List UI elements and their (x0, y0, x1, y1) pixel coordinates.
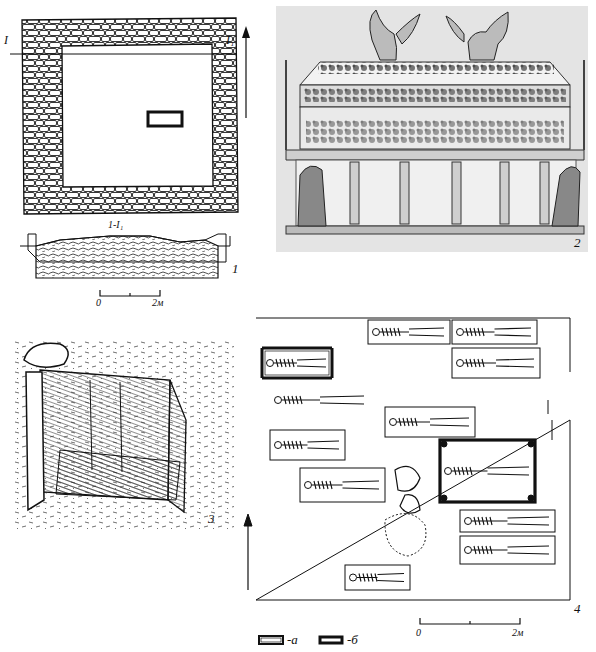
skeleton (312, 481, 379, 489)
skull (373, 329, 380, 336)
figure-label: 2м (512, 628, 523, 638)
grave-pits (267, 320, 556, 590)
grave-pit (460, 536, 555, 564)
figure-label: 1-I₁ (108, 220, 123, 230)
sarcophagus-engraving (276, 6, 588, 252)
legend-swatch (258, 635, 284, 645)
skeleton (464, 359, 534, 367)
skeleton (464, 328, 531, 336)
skull (457, 360, 464, 367)
skeleton (380, 328, 444, 336)
skeleton (274, 359, 326, 367)
figure-label: 0 (416, 628, 421, 638)
skeleton (397, 418, 469, 426)
grave-pit (452, 348, 540, 378)
skeleton (452, 467, 529, 475)
legend-text: -а (287, 632, 298, 648)
figure-label: 2м (152, 298, 163, 308)
figure-label: 0 (96, 298, 101, 308)
skull (445, 468, 452, 475)
skeleton (472, 546, 549, 554)
figure-label: 2 (574, 236, 581, 249)
stone-cist-sketch (14, 340, 234, 530)
figure-label: I (4, 34, 8, 46)
grave-pit (270, 430, 345, 460)
skull (305, 482, 312, 489)
figure-label: 4 (574, 602, 581, 615)
skull (457, 329, 464, 336)
building-plan (10, 18, 250, 296)
burial-plan (244, 318, 570, 624)
legend-swatch (318, 635, 344, 645)
skeleton (282, 441, 339, 449)
grave-pit (345, 565, 410, 590)
figure-label: I₁ (226, 34, 234, 46)
figure-label: 3 (208, 512, 215, 525)
skeleton (282, 396, 364, 404)
skull (275, 397, 282, 404)
figure-label: 1 (232, 262, 239, 275)
skull (390, 419, 397, 426)
skeleton (357, 574, 404, 582)
skull (465, 518, 472, 525)
skeleton (472, 517, 549, 525)
grave-pit (460, 510, 555, 532)
legend-text: -б (347, 632, 358, 648)
grave-pit (368, 320, 450, 344)
skull (267, 360, 274, 367)
skull (465, 547, 472, 554)
grave-pit (385, 407, 475, 437)
grave-pit (452, 320, 537, 344)
grave-pit (300, 468, 385, 502)
legend-entry: -а (258, 632, 298, 648)
legend-entry: -б (318, 632, 358, 648)
skull (275, 442, 282, 449)
skull (350, 574, 357, 581)
